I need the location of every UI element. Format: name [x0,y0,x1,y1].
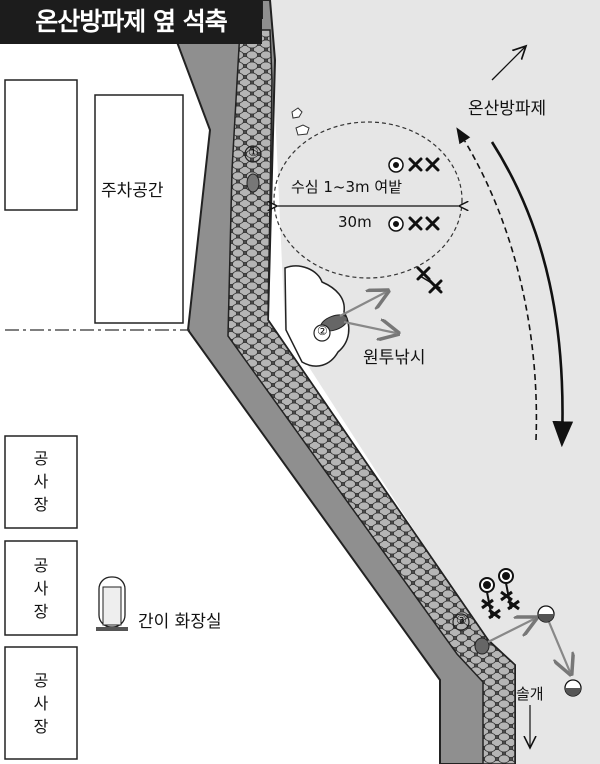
point-1-label: ① [248,145,259,159]
bobber-icon [537,605,582,697]
toilet-label: 간이 화장실 [138,612,222,632]
cast-arrow-1 [339,292,386,317]
page-title: 온산방파제 옆 석축 [0,0,262,44]
float-symbols-icon [479,568,520,620]
point-3-label: ③ [456,613,467,627]
cast-arrow-4 [547,621,570,672]
sea-area [262,0,600,764]
target-symbol-icon [388,157,404,232]
cross-marks-icon [408,157,443,294]
rock-outcrop [284,265,350,367]
toilet-icon [96,576,128,631]
cast-arrow-2 [343,322,396,333]
construction-site-2 [4,540,78,636]
stone-cluster-icon [291,107,310,136]
parking-lot [94,94,184,324]
breakwater-arrow [491,46,526,81]
point-3-marker [474,637,490,655]
parking-label: 주차공간 [101,181,164,201]
rock-revetment [227,29,516,764]
cast-arrow-3 [487,619,534,643]
fishing-zone-circle [273,121,463,279]
depth-info-label: 수심 1~3m 여밭 [291,178,403,196]
construction-site-1 [4,435,78,529]
point-1-marker [246,173,260,193]
point-number-circles [244,145,470,631]
distance-label: 30m [338,213,372,231]
current-arrow-dashed [456,127,538,441]
land-block [4,79,78,211]
breakwater-label: 온산방파제 [468,99,547,119]
construction-site-3 [4,646,78,760]
solgae-label: 솔개 [516,685,544,703]
point-2-label: ② [317,324,328,338]
current-arrow-solid [490,141,574,448]
casting-label: 원투낚시 [363,348,426,368]
